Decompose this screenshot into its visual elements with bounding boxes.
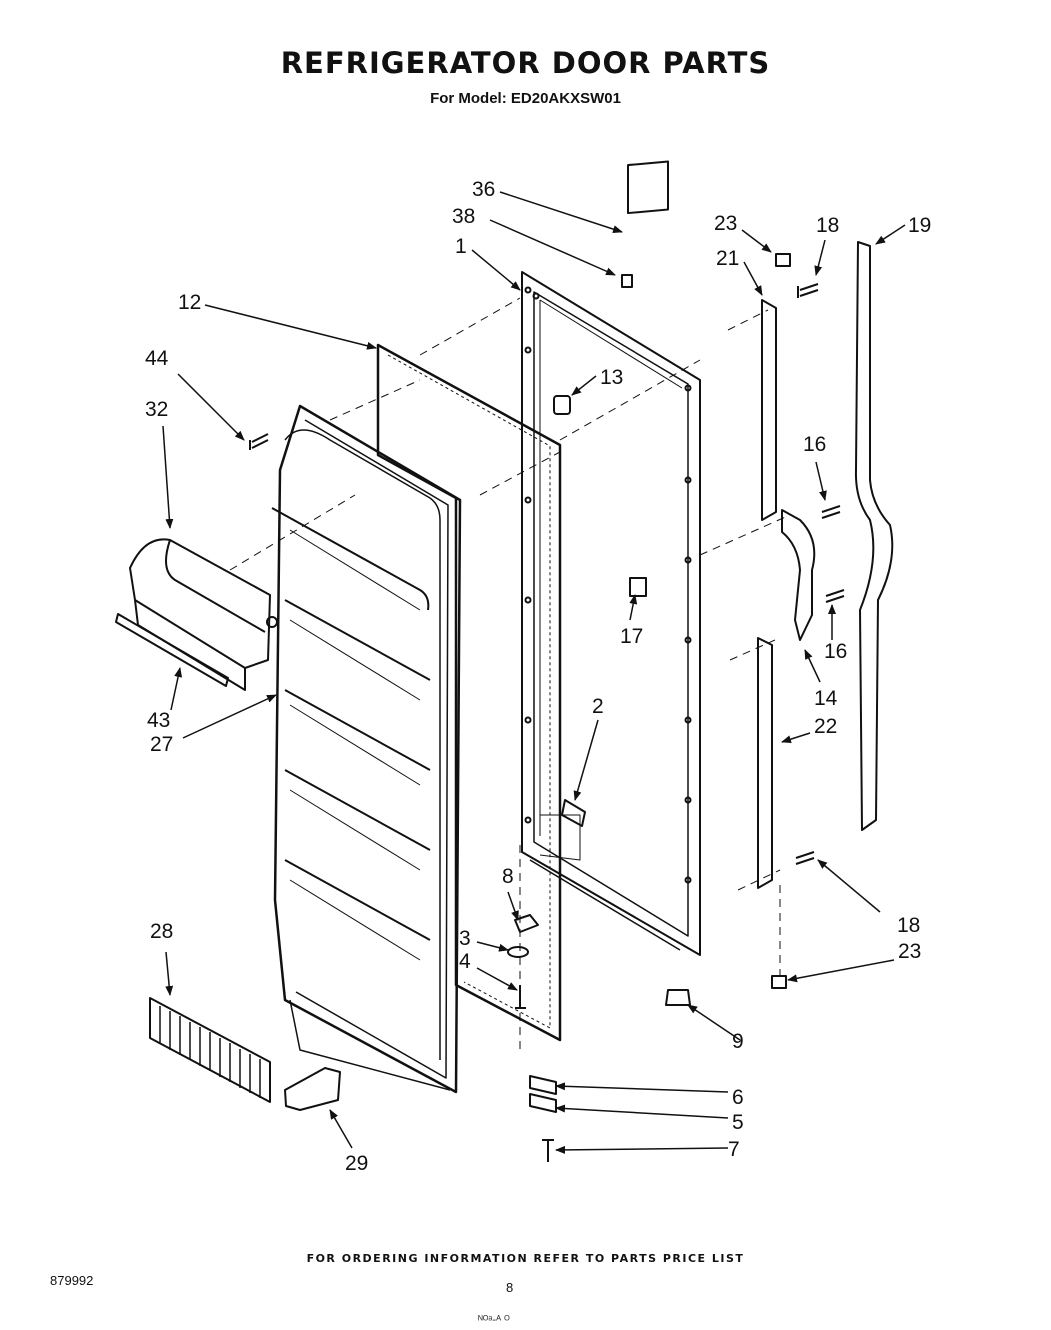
hinge-6 bbox=[529, 1075, 557, 1095]
ordering-info-note: FOR ORDERING INFORMATION REFER TO PARTS … bbox=[306, 1252, 745, 1265]
callout-14: 14 bbox=[814, 687, 838, 710]
callout-27: 27 bbox=[150, 733, 173, 756]
callout-13: 13 bbox=[600, 366, 623, 389]
callout-16-lower: 16 bbox=[824, 640, 847, 663]
page-title: REFRIGERATOR DOOR PARTS bbox=[280, 46, 771, 80]
toe-grille-28 bbox=[149, 997, 271, 1103]
dairy-door bbox=[129, 538, 278, 691]
callout-8: 8 bbox=[502, 865, 514, 888]
screw-18-lower bbox=[795, 851, 815, 865]
dairy-trim bbox=[115, 613, 229, 687]
callout-43: 43 bbox=[147, 709, 170, 732]
callout-32: 32 bbox=[145, 398, 168, 421]
screw-16a bbox=[821, 505, 841, 519]
cover-29 bbox=[284, 1067, 341, 1111]
page-number: 8 bbox=[506, 1280, 514, 1295]
callout-28: 28 bbox=[150, 920, 173, 943]
callout-23-lower: 23 bbox=[898, 940, 921, 963]
handle-rail-21 bbox=[761, 299, 777, 521]
bracket-14 bbox=[781, 509, 816, 641]
callout-2: 2 bbox=[592, 695, 604, 718]
plug-13 bbox=[553, 395, 571, 415]
callout-9: 9 bbox=[732, 1030, 744, 1053]
callout-38: 38 bbox=[452, 205, 475, 228]
handle-19 bbox=[854, 241, 894, 831]
stop-23-lower bbox=[771, 975, 787, 989]
callout-44: 44 bbox=[145, 347, 169, 370]
callout-3: 3 bbox=[459, 927, 471, 950]
callout-7: 7 bbox=[728, 1138, 740, 1161]
part-8 bbox=[514, 914, 539, 933]
handle-rail-22 bbox=[757, 637, 773, 889]
callout-17: 17 bbox=[620, 625, 643, 648]
callout-18-lower: 18 bbox=[897, 914, 920, 937]
inner-door-liner bbox=[271, 404, 462, 1094]
label-38 bbox=[621, 274, 633, 288]
bottom-stamp: ᴺᴼᵃ‐ᴬ ᴼ bbox=[478, 1314, 510, 1326]
screw-4 bbox=[515, 985, 526, 1009]
callout-29: 29 bbox=[345, 1152, 368, 1175]
callout-12: 12 bbox=[178, 291, 201, 314]
callout-5: 5 bbox=[732, 1111, 744, 1134]
bracket-2 bbox=[561, 799, 586, 827]
hinge-5 bbox=[529, 1093, 557, 1113]
callout-21: 21 bbox=[716, 247, 739, 270]
callout-36: 36 bbox=[472, 178, 495, 201]
screw-7 bbox=[542, 1139, 554, 1162]
bushing-9 bbox=[665, 989, 691, 1006]
screw-44 bbox=[249, 433, 269, 450]
callout-19: 19 bbox=[908, 214, 931, 237]
washer-3 bbox=[507, 946, 529, 958]
outer-door-panel bbox=[521, 271, 701, 956]
callout-4: 4 bbox=[459, 950, 471, 973]
callout-23-top: 23 bbox=[714, 212, 737, 235]
screw-18 bbox=[797, 283, 819, 298]
label-36 bbox=[627, 160, 669, 215]
callout-1: 1 bbox=[455, 235, 467, 258]
document-number: 879992 bbox=[50, 1273, 94, 1288]
screw-16b bbox=[825, 589, 845, 603]
model-subtitle: For Model: ED20AKXSW01 bbox=[430, 90, 621, 107]
callout-6: 6 bbox=[732, 1086, 744, 1109]
stop-23 bbox=[775, 253, 791, 267]
callout-18-top: 18 bbox=[816, 214, 839, 237]
callout-22: 22 bbox=[814, 715, 837, 738]
hinge-17 bbox=[629, 577, 647, 597]
callout-16-upper: 16 bbox=[803, 433, 826, 456]
